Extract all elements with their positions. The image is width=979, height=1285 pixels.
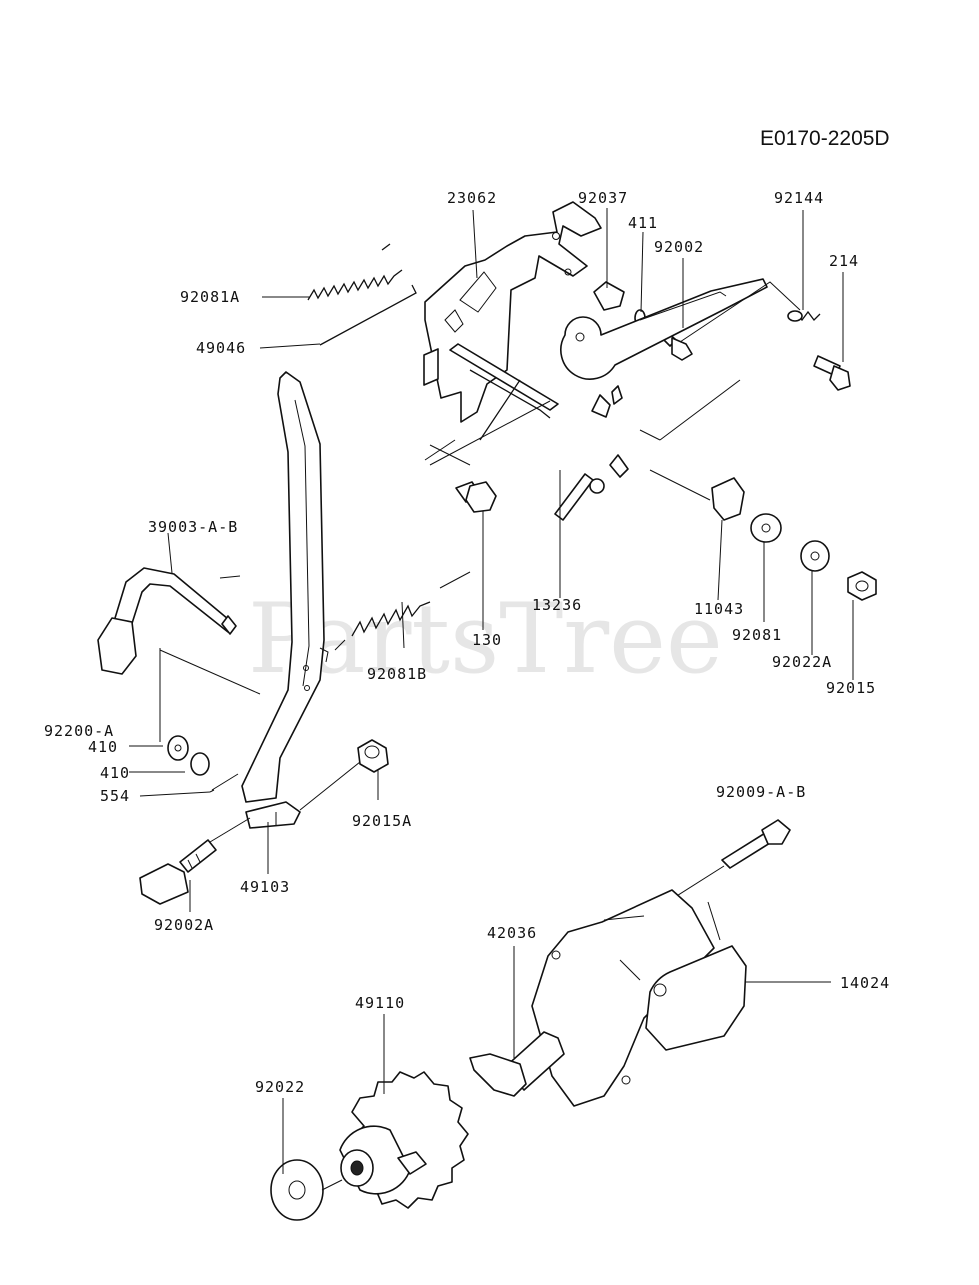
washer-92200-410 [167,735,189,761]
label-92022: 92022 [255,1078,305,1096]
shaft [449,343,559,411]
label-92015a: 92015A [352,812,412,830]
handle-39003 [97,567,261,742]
washer-92022 [270,1098,343,1221]
spring-92081a [307,243,403,301]
bracket-23062 [423,201,602,423]
lever-49103 [241,371,361,829]
label-49103: 49103 [240,878,290,896]
label-49110: 49110 [355,994,405,1012]
label-410-a: 410 [88,738,118,756]
governor-lever [560,278,768,478]
link-13236 [554,473,594,521]
washer-410 [190,752,210,776]
spring-92081b [334,571,471,651]
label-92037: 92037 [578,189,628,207]
bolt-92002a [139,817,251,905]
bolt-214 [813,355,851,391]
label-92009: 92009-A-B [716,783,806,801]
leader-92081b [401,601,405,649]
washer-92081 [750,513,782,543]
label-214: 214 [829,252,859,270]
label-23062: 23062 [447,189,497,207]
label-410-b: 410 [100,764,130,782]
label-14024: 14024 [840,974,890,992]
watermark: PartsTree [248,583,723,695]
diagram-code: E0170-2205D [760,127,890,150]
pin-554 [209,773,239,793]
housing-14024 [531,889,831,1107]
washer-92022a [800,540,830,572]
pivot-92037 [593,281,625,311]
label-92081: 92081 [732,626,782,644]
label-92081a: 92081A [180,288,240,306]
leader-washers [129,745,211,797]
label-13236: 13236 [532,596,582,614]
nut-92015 [847,571,877,601]
label-92144: 92144 [774,189,824,207]
label-42036: 42036 [487,924,537,942]
label-92022a: 92022A [772,653,832,671]
shaft-42036 [469,946,565,1097]
label-11043: 11043 [694,600,744,618]
nut-92015a [357,739,389,773]
label-92081b: 92081B [367,665,427,683]
bolt-130 [455,481,497,513]
leader-39003 [167,532,173,574]
rod-49046 [319,284,417,346]
gear-49110 [339,1014,469,1209]
label-554: 554 [100,787,130,805]
leader-lines [259,208,854,680]
label-49046: 49046 [196,339,246,357]
spring-92144 [787,310,821,322]
shaft-detail [469,369,551,441]
label-92015: 92015 [826,679,876,697]
label-92002a: 92002A [154,916,214,934]
label-411: 411 [628,214,658,232]
plate-11043 [711,477,745,521]
label-39003: 39003-A-B [148,518,238,536]
label-130: 130 [472,631,502,649]
pin [589,478,605,494]
label-92002: 92002 [654,238,704,256]
label-92200: 92200-A [44,722,114,740]
